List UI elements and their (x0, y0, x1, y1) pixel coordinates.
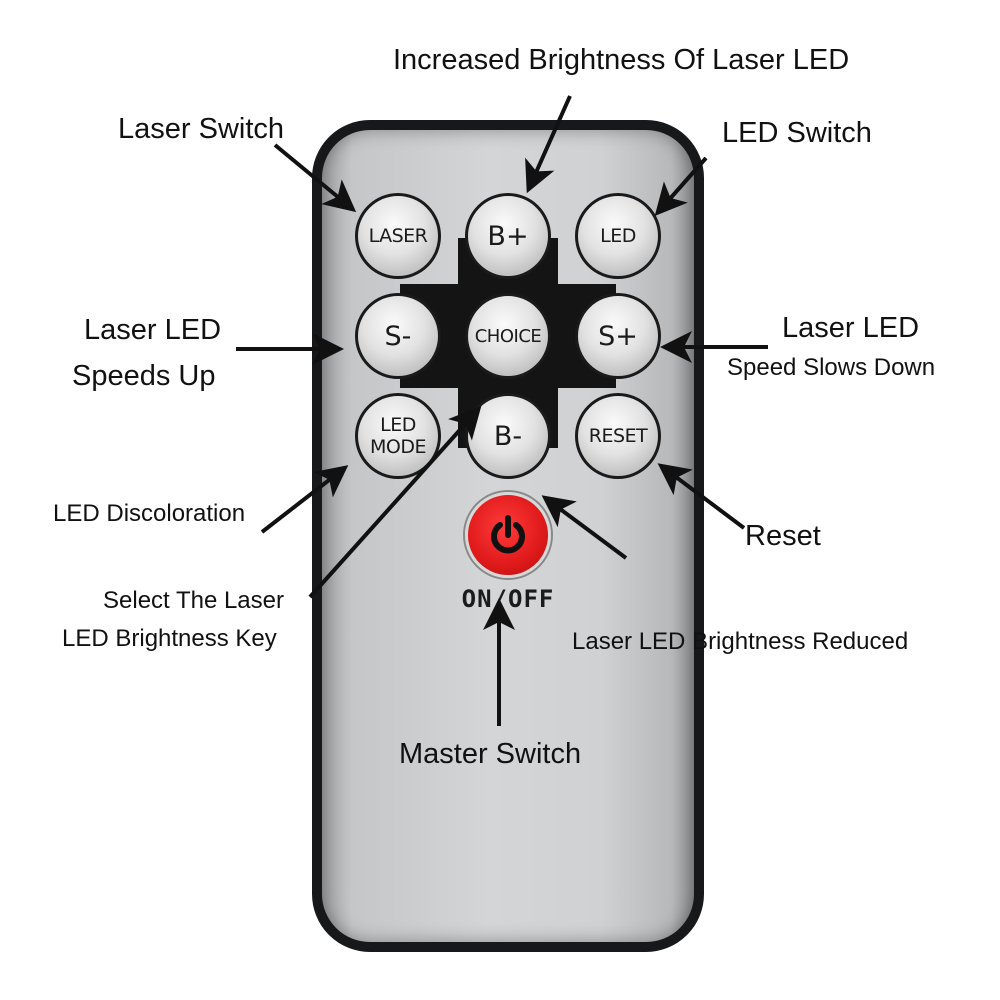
speed-down-button[interactable]: S- (355, 293, 441, 379)
label-led-switch: LED Switch (722, 117, 872, 149)
power-button[interactable] (465, 492, 551, 578)
label-slows-line2: Speed Slows Down (727, 354, 936, 381)
speed-up-label: S+ (598, 320, 638, 352)
led-button[interactable]: LED (575, 193, 661, 279)
brightness-up-button[interactable]: B+ (465, 193, 551, 279)
choice-button-label: CHOICE (474, 325, 542, 347)
reset-button-label: RESET (588, 425, 648, 447)
speed-down-label: S- (384, 320, 412, 352)
laser-button[interactable]: LASER (355, 193, 441, 279)
led-mode-label: LED MODE (370, 414, 426, 458)
led-mode-label-line2: MODE (370, 436, 426, 458)
brightness-down-button[interactable]: B- (465, 393, 551, 479)
label-led-discoloration: LED Discoloration (53, 500, 246, 527)
label-reset: Reset (745, 520, 821, 552)
led-button-label: LED (600, 225, 636, 247)
label-speeds-up-line2: Speeds Up (72, 360, 216, 392)
power-icon (491, 515, 525, 554)
label-brightness-reduced: Laser LED Brightness Reduced (572, 628, 909, 655)
label-laser-switch: Laser Switch (118, 113, 285, 145)
choice-button[interactable]: CHOICE (465, 293, 551, 379)
led-mode-button[interactable]: LED MODE (355, 393, 441, 479)
label-select-line2: LED Brightness Key (62, 625, 277, 652)
label-slows-line1: Laser LED (782, 312, 920, 344)
label-master-switch: Master Switch (399, 738, 582, 770)
label-increased-brightness: Increased Brightness Of Laser LED (393, 44, 850, 76)
laser-button-label: LASER (368, 225, 428, 247)
reset-button[interactable]: RESET (575, 393, 661, 479)
label-speeds-up-line1: Laser LED (84, 314, 222, 346)
led-mode-label-line1: LED (380, 414, 416, 436)
power-label: ON/OFF (461, 585, 555, 613)
brightness-up-label: B+ (487, 220, 529, 252)
label-select-line1: Select The Laser (103, 587, 284, 614)
speed-up-button[interactable]: S+ (575, 293, 661, 379)
brightness-down-label: B- (493, 420, 523, 452)
